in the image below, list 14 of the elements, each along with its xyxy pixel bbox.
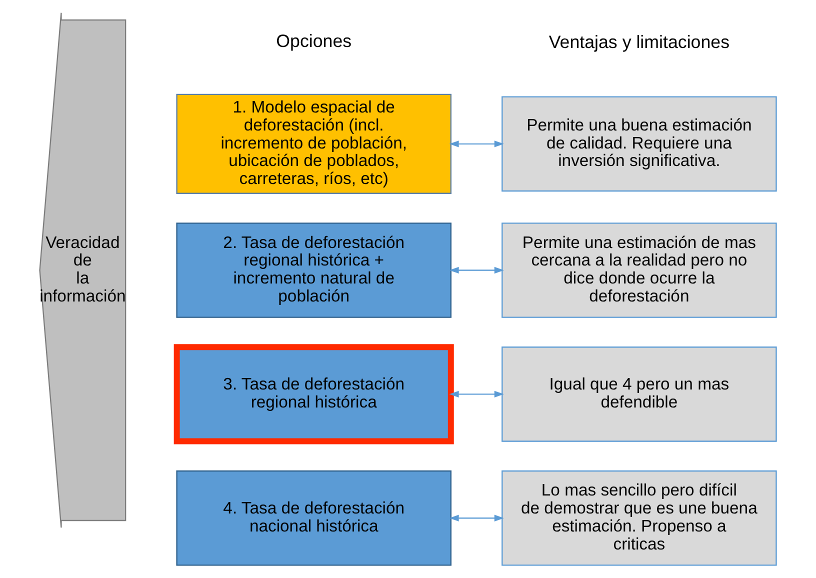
label: Opciones <box>276 30 352 51</box>
node-box: Lo mas sencillo pero difícil de demostrar que es une buena estimación. Propenso a criticas <box>502 470 777 566</box>
node-box: 2. Tasa de deforestación regional histórica + incremento natural de población <box>176 222 452 318</box>
label: Ventajas y limitaciones <box>548 32 730 52</box>
node-box: Permite una buena estimación de calidad. Requiere una inversión significativa. <box>502 96 777 192</box>
node-box: Igual que 4 pero un mas defendible <box>502 346 777 442</box>
node-box: 3. Tasa de deforestación regional histórica <box>174 344 454 444</box>
arrow <box>449 140 504 148</box>
arrow <box>449 266 504 274</box>
node-box: Permite una estimación de mas cercana a la realidad pero no dice donde ocurre la deforestación <box>502 222 777 318</box>
node-box: 4. Tasa de deforestación nacional histórica <box>176 470 452 566</box>
arrow <box>449 390 504 398</box>
node-box: 1. Modelo espacial de deforestación (incl. incremento de población, ubicación de poblados, carreteras, ríos, etc) <box>176 94 452 194</box>
arrow <box>449 514 504 522</box>
